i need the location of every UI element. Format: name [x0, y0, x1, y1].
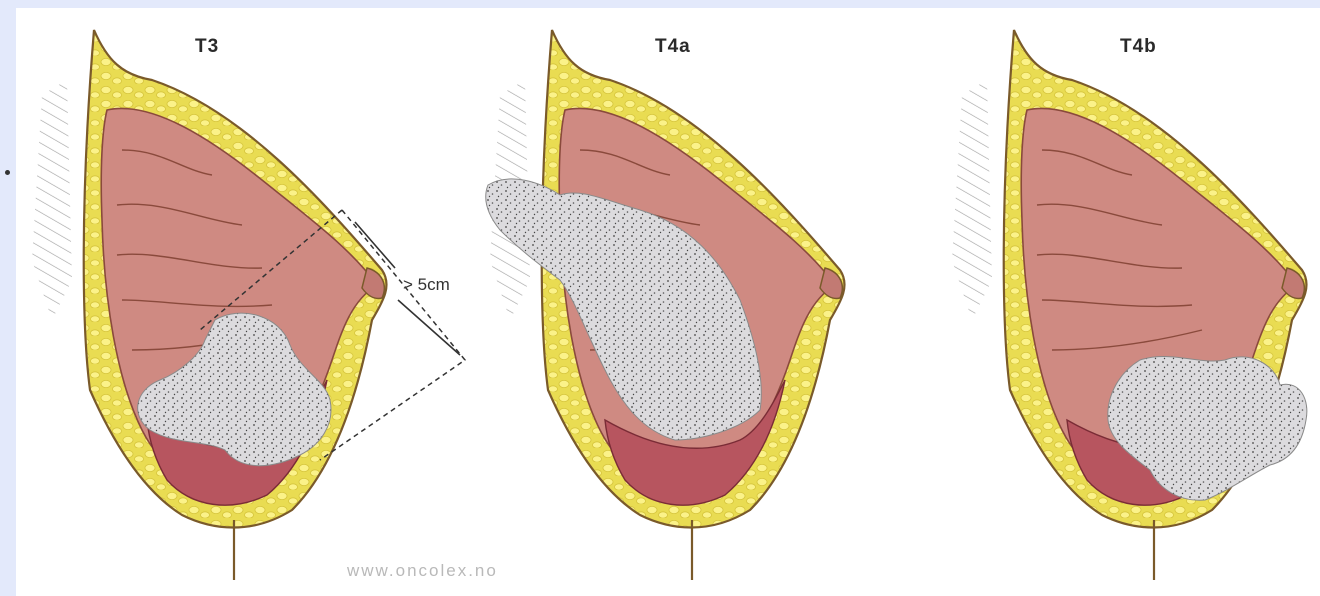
stage-label-t4b: T4b [1120, 36, 1157, 58]
panel-t4a [486, 30, 845, 580]
panel-t3 [32, 30, 465, 580]
stage-label-t4a: T4a [655, 36, 691, 58]
stage-label-t3: T3 [195, 36, 219, 58]
watermark: www.oncolex.no [347, 561, 498, 581]
panel-t4b [952, 30, 1307, 580]
measurement-label: > 5cm [403, 275, 450, 295]
